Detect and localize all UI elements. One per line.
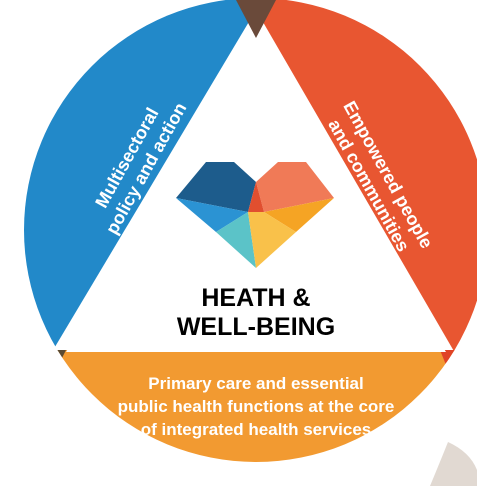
center-title-line2: WELL-BEING: [177, 313, 335, 341]
corner-bottom-right: [440, 350, 476, 392]
heart-icon: [176, 162, 334, 268]
bottom-label-line1: Primary care and essential: [148, 374, 363, 393]
bottom-segment-label: Primary care and essential public health…: [118, 374, 395, 439]
bottom-label-line3: of integrated health services: [141, 420, 372, 439]
corner-bottom-left: [30, 350, 66, 392]
corner-top: [236, 0, 276, 38]
bottom-label-line2: public health functions at the core: [118, 397, 395, 416]
background-shadow-arc: [430, 442, 477, 486]
center-title-line1: HEATH &: [201, 284, 310, 312]
segment-bottom: [24, 350, 477, 462]
